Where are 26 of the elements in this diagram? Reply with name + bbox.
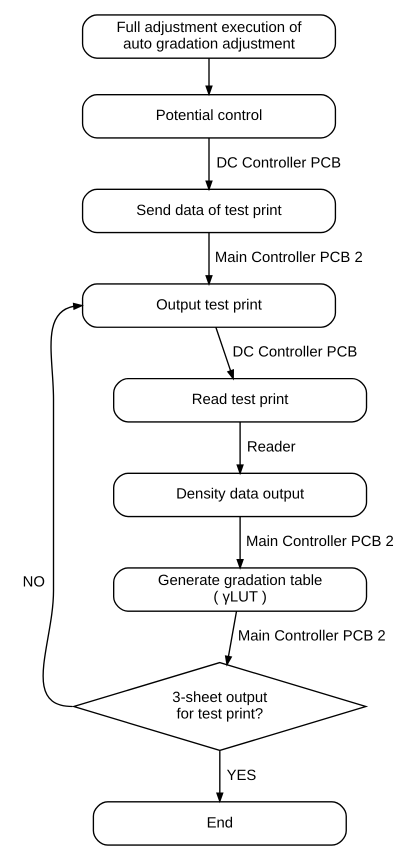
edge-label: Main Controller PCB 2 xyxy=(237,628,386,644)
node-box: End xyxy=(92,800,346,846)
arrow xyxy=(236,516,244,570)
arrow xyxy=(204,232,212,286)
node-diamond: 3-sheet output for test print? xyxy=(70,661,368,751)
arrow xyxy=(236,422,244,475)
arrow xyxy=(216,750,224,803)
arrow xyxy=(204,138,212,191)
arrow xyxy=(224,610,237,666)
node-box: Generate gradation table ( γLUT ) xyxy=(112,566,367,612)
edge-label: Main Controller PCB 2 xyxy=(214,250,362,266)
edge-label: DC Controller PCB xyxy=(216,154,341,171)
node-box: Full adjustment execution of auto gradation adjustment xyxy=(81,14,336,58)
edge-label: Main Controller PCB 2 xyxy=(245,534,394,550)
edge-label: Reader xyxy=(246,438,296,455)
node-box: Density data output xyxy=(112,472,367,517)
arrow xyxy=(214,326,234,380)
arrow xyxy=(204,58,212,96)
edge-label: DC Controller PCB xyxy=(232,344,357,360)
node-box: Read test print xyxy=(112,377,367,422)
node-box: Output test print xyxy=(81,282,336,328)
node-box: Send data of test print xyxy=(81,188,336,233)
node-box: Potential control xyxy=(81,94,336,138)
edge-label: NO xyxy=(22,574,44,590)
edge-label: YES xyxy=(226,767,256,784)
arrow xyxy=(42,302,84,707)
